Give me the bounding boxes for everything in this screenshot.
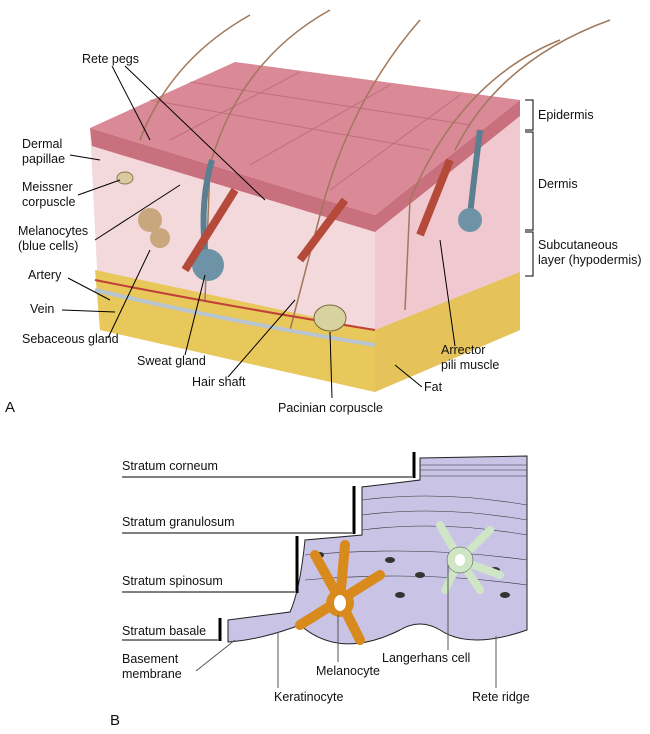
label-epidermis: Epidermis: [538, 108, 594, 122]
label-keratinocyte: Keratinocyte: [274, 690, 344, 704]
label-hair-shaft: Hair shaft: [192, 375, 246, 389]
label-line: Subcutaneous: [538, 238, 618, 252]
label-line: Meissner: [22, 180, 73, 194]
skin-block-illustration: [61, 9, 611, 399]
label-vein: Vein: [30, 302, 55, 316]
label-pacinian-corpuscle: Pacinian corpuscle: [278, 401, 383, 415]
label-line: (blue cells): [18, 239, 79, 253]
label-artery: Artery: [28, 268, 62, 282]
label-line: papillae: [22, 152, 66, 166]
label-stratum-spinosum: Stratum spinosum: [122, 574, 223, 588]
label-fat: Fat: [424, 380, 443, 394]
label-line: layer (hypodermis): [538, 253, 642, 267]
label-rete-pegs: Rete pegs: [82, 52, 139, 66]
label-line: Basement: [122, 652, 179, 666]
label-sebaceous-gland: Sebaceous gland: [22, 332, 119, 346]
label-melanocyte: Melanocyte: [316, 664, 380, 678]
label-langerhans-cell: Langerhans cell: [382, 651, 471, 665]
epidermis-layers-illustration: [122, 452, 528, 688]
label-dermis: Dermis: [538, 177, 578, 191]
label-line: membrane: [122, 667, 182, 681]
label-stratum-basale: Stratum basale: [122, 624, 207, 638]
label-stratum-corneum: Stratum corneum: [122, 459, 218, 473]
label-line: Dermal: [22, 137, 63, 151]
label-sweat-gland: Sweat gland: [137, 354, 206, 368]
label-line: pili muscle: [441, 358, 500, 372]
label-line: Arrector: [441, 343, 486, 357]
label-line: corpuscle: [22, 195, 76, 209]
label-line: Melanocytes: [18, 224, 89, 238]
panel-b-letter: B: [110, 712, 121, 729]
panel-a-letter: A: [5, 399, 16, 416]
label-melanocytes: Melanocytes(blue cells): [18, 224, 88, 254]
label-stratum-granulosum: Stratum granulosum: [122, 515, 235, 529]
label-rete-ridge: Rete ridge: [472, 690, 530, 704]
